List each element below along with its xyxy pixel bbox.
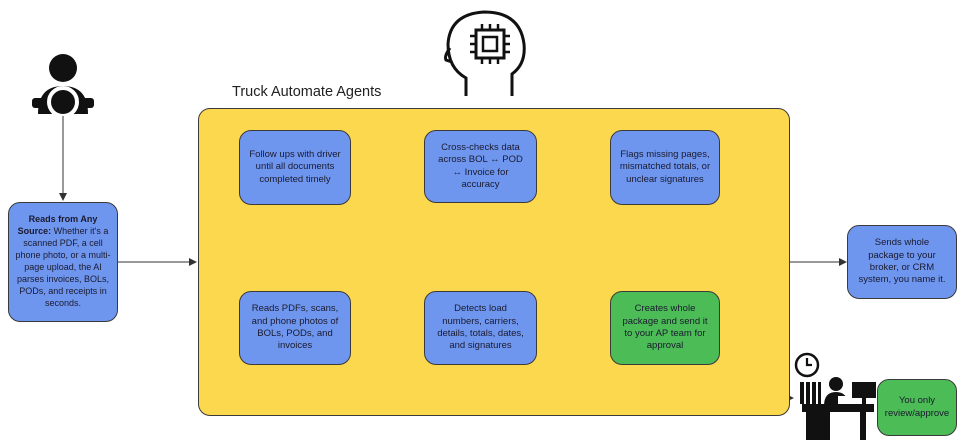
source-box: Reads from Any Source: Whether it's a sc… <box>8 202 118 322</box>
clock-icon <box>794 352 820 378</box>
panel-title: Truck Automate Agents <box>232 84 382 100</box>
office-worker-icon <box>800 377 876 440</box>
step-reads: Reads PDFs, scans, and phone photos of B… <box>239 291 351 365</box>
source-description: Whether it's a scanned PDF, a cell phone… <box>15 226 111 308</box>
step-detects: Detects load numbers, carriers, details,… <box>424 291 537 365</box>
sends-package-box: Sends whole package to your broker, or C… <box>847 225 957 299</box>
step-flags: Flags missing pages, mismatched totals, … <box>610 130 720 205</box>
step-crosscheck: Cross-checks data across BOL ↔ POD ↔ Inv… <box>424 130 537 203</box>
step-followup: Follow ups with driver until all documen… <box>239 130 351 205</box>
review-approve-box: You only review/approve <box>877 379 957 436</box>
ai-head-icon <box>444 10 526 96</box>
step-creates: Creates whole package and send it to you… <box>610 291 720 365</box>
source-title: Reads from Any Source: <box>17 214 98 237</box>
driver-icon <box>32 54 94 116</box>
